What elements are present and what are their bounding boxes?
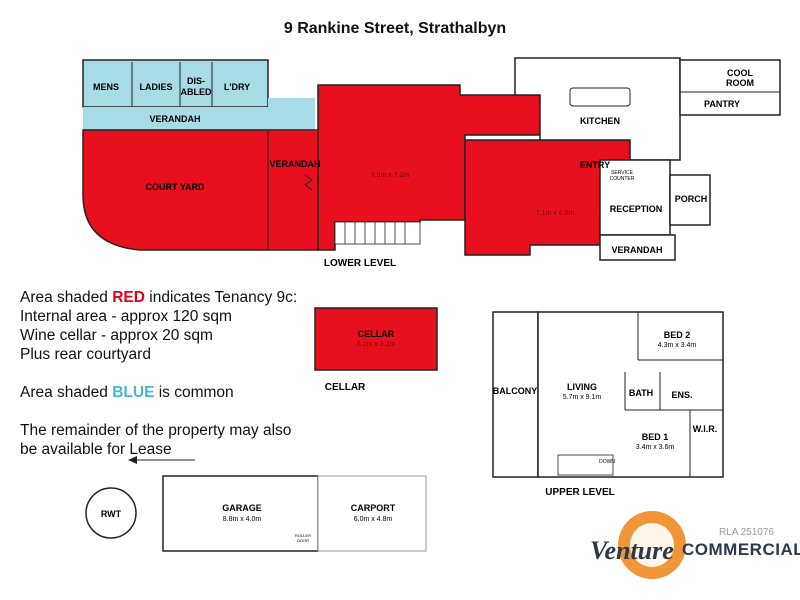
bed1-dims: 3.4m x 3.6m: [636, 444, 675, 451]
wall-break: [304, 174, 313, 191]
front-verandah: [599, 234, 676, 261]
upper-level-plan: [492, 311, 724, 478]
legend-red-word: RED: [112, 289, 145, 306]
legend-text: Area shaded: [20, 289, 113, 306]
room-label-verandah-mid: VERANDAH: [269, 159, 320, 169]
room-label-bed2: BED 2: [664, 330, 691, 340]
legend-text: indicates Tenancy 9c:: [144, 289, 298, 306]
legend-blue-word: BLUE: [112, 384, 155, 401]
page-title: 9 Rankine Street, Strathalbyn: [283, 20, 507, 37]
legend-red-line: Area shaded RED indicates Tenancy 9c:: [20, 288, 297, 307]
legend-blue-line: Area shaded BLUE is common: [20, 383, 297, 402]
room-label-mens: MENS: [93, 82, 119, 92]
verandah-corner: [268, 98, 315, 130]
main-room-dims: 7.9m x 7.2m: [371, 172, 410, 179]
room-label-verandah-top: VERANDAH: [149, 114, 200, 124]
room-label-ensuite: ENS.: [671, 390, 692, 400]
garage-building: [162, 475, 319, 552]
verandah-top: [83, 107, 315, 130]
cellar-caption: CELLAR: [325, 382, 366, 393]
front-room-dims: 7.1m x 6.0m: [536, 210, 575, 217]
room-label-disabled-2: ABLED: [181, 87, 212, 97]
room-label-ladies: LADIES: [139, 82, 172, 92]
upper-level-label: UPPER LEVEL: [545, 487, 614, 498]
legend-wine-cellar: Wine cellar - approx 20 sqm: [20, 327, 213, 344]
room-label-bath: BATH: [629, 388, 653, 398]
legend-block: Area shaded RED indicates Tenancy 9c: In…: [20, 288, 297, 459]
direction-arrow-head: [128, 456, 137, 464]
cellar-dims: 6.2m x 3.2m: [357, 341, 396, 348]
reception-room: [599, 159, 671, 236]
logo-ring-inner: [630, 523, 674, 567]
room-label-coolroom-2: ROOM: [726, 78, 754, 88]
rla-number: RLA 251076: [718, 527, 774, 538]
room-label-reception: RECEPTION: [610, 204, 663, 214]
upper-floor: [537, 311, 724, 478]
room-label-bed1: BED 1: [642, 432, 669, 442]
room-label-disabled-1: DIS-: [187, 76, 205, 86]
legend-courtyard: Plus rear courtyard: [20, 346, 151, 363]
cellar-room: [314, 307, 438, 371]
lower-level-plan: [82, 57, 781, 261]
rwt-label: RWT: [101, 509, 122, 519]
legend-text: is common: [154, 384, 234, 401]
service-counter-label-2: COUNTER: [610, 176, 635, 182]
venture-logo: Venture COMMERCIAL: [590, 508, 800, 588]
legend-internal-area: Internal area - approx 120 sqm: [20, 308, 232, 325]
logo-word: Venture: [590, 536, 674, 565]
lower-level-label: LOWER LEVEL: [324, 258, 396, 269]
stairs-down-label: DOWN: [599, 459, 615, 465]
room-label-balcony: BALCONY: [493, 386, 538, 396]
stairs-lower: [334, 221, 421, 245]
legend-text: Area shaded: [20, 384, 113, 401]
carport-area: [317, 475, 427, 552]
room-label-coolroom-1: COOL: [727, 68, 754, 78]
legend-remainder-1: The remainder of the property may also: [20, 422, 292, 439]
bed2-dims: 4.3m x 3.4m: [658, 342, 697, 349]
service-counter-label-1: SERVICE: [611, 170, 634, 176]
toilet-block: [82, 59, 269, 108]
room-label-pantry: PANTRY: [704, 99, 740, 109]
room-label-kitchen: KITCHEN: [580, 116, 620, 126]
rwt-tank: [85, 487, 137, 539]
room-label-verandah-front: VERANDAH: [611, 245, 662, 255]
garage-dims: 8.8m x 4.0m: [223, 516, 262, 523]
coolroom-pantry: [679, 59, 781, 116]
room-label-wir: W.I.R.: [693, 424, 718, 434]
roller-door-label-1: ROLLER: [295, 533, 311, 538]
room-label-living: LIVING: [567, 382, 597, 392]
roller-door-label-2: DOOR: [297, 538, 309, 543]
legend-remainder-2: be available for Lease: [20, 441, 172, 458]
garage-label: GARAGE: [222, 503, 262, 513]
room-label-laundry: L'DRY: [224, 82, 250, 92]
living-dims: 5.7m x 9.1m: [563, 394, 602, 401]
carport-label: CARPORT: [351, 503, 396, 513]
stairs-upper: [557, 454, 614, 476]
carport-dims: 6.0m x 4.8m: [354, 516, 393, 523]
verandah-mid: [267, 129, 319, 251]
room-label-entry: ENTRY: [580, 160, 610, 170]
cellar-room-label: CELLAR: [358, 329, 395, 339]
kitchen-island: [569, 87, 631, 107]
room-label-courtyard: COURT YARD: [145, 182, 205, 192]
logo-suffix: COMMERCIAL: [682, 540, 800, 559]
porch-area: [669, 174, 711, 226]
room-label-porch: PORCH: [675, 194, 708, 204]
courtyard-area: [82, 129, 319, 251]
